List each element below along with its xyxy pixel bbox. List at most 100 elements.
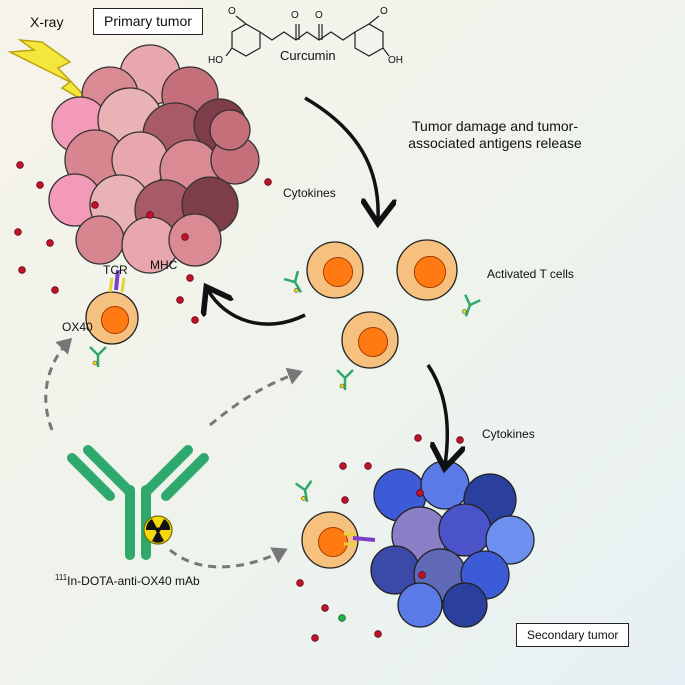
- cytokine-dot: [36, 181, 44, 189]
- t-cells: [85, 239, 458, 569]
- cytokine-dot: [181, 233, 189, 241]
- antibody-arm-left: [295, 482, 306, 492]
- cytokine-dot-green: [338, 614, 346, 622]
- cytokine-dot: [46, 239, 54, 247]
- cytokine-dot: [418, 571, 426, 579]
- cytokine-dot: [456, 436, 464, 444]
- antibody-arm-right: [469, 299, 481, 307]
- secondary-tumor-cell: [442, 582, 488, 628]
- cytokine-dot: [341, 496, 349, 504]
- arrow-curcumin-to-tcells: [304, 96, 378, 220]
- primary-tumor: [48, 44, 260, 274]
- cytokine-dot: [414, 434, 422, 442]
- antibody-arm-right: [293, 270, 300, 283]
- t-cell-nucleus: [317, 526, 349, 558]
- tumor-damage-label: Tumor damage and tumor- associated antig…: [390, 118, 600, 152]
- antibody-arm-left: [336, 369, 346, 379]
- small-antibody: [462, 294, 481, 317]
- cytokine-dot: [191, 316, 199, 324]
- curcumin-structure: [225, 15, 390, 57]
- cytokine-dot: [339, 462, 347, 470]
- secondary-tumor-cell: [485, 515, 535, 565]
- curcumin-methoxy-left: O: [228, 6, 236, 17]
- primary-tumor-cell: [168, 213, 222, 267]
- antibody-isotope: 111: [55, 573, 68, 582]
- antibody-arm-left: [89, 346, 99, 356]
- tumor-damage-line1: Tumor damage and tumor-: [412, 118, 578, 134]
- curcumin-methoxy-right: O: [380, 6, 388, 17]
- secondary-tumor-cell: [438, 503, 492, 557]
- antibody-stem: [293, 281, 303, 294]
- antibody-arm-left: [283, 277, 296, 284]
- secondary-tumor-cell: [397, 582, 443, 628]
- antibody-arm-right: [344, 369, 354, 379]
- antibody-arm-right: [303, 480, 313, 491]
- small-antibody: [336, 369, 354, 390]
- t-cell-nucleus: [413, 255, 447, 289]
- cytokine-dot: [51, 286, 59, 294]
- arrow-tcells-to-primary: [208, 290, 306, 326]
- curcumin-o-left: O: [291, 10, 299, 21]
- t-cell: [306, 241, 364, 299]
- tcr-mhc-complex-secondary: [344, 532, 376, 546]
- cytokine-dot: [18, 266, 26, 274]
- mhc-label: MHC: [150, 258, 178, 272]
- antibody-label-dot: [462, 309, 467, 314]
- cytokine-dots: [14, 161, 464, 642]
- t-cell: [396, 239, 458, 301]
- primary-tumor-cell: [209, 109, 251, 151]
- curcumin-label: Curcumin: [280, 48, 336, 63]
- dashed-arrow-to-tcells: [209, 367, 303, 427]
- cytokine-dot: [296, 579, 304, 587]
- arrow-tcells-to-secondary: [426, 364, 447, 465]
- curcumin-ho-left: HO: [208, 55, 223, 66]
- t-cell: [85, 291, 139, 345]
- cytokine-dot: [364, 462, 372, 470]
- dashed-arrow-to-ox40: [44, 337, 73, 431]
- cytokine-dot: [146, 211, 154, 219]
- cytokine-dot: [321, 604, 329, 612]
- cytokine-dot: [176, 296, 184, 304]
- antibody-stem: [464, 304, 472, 317]
- t-cell-nucleus: [100, 305, 130, 335]
- t-cell: [301, 511, 359, 569]
- curcumin-oh-right: OH: [388, 55, 403, 66]
- t-cell-nucleus: [357, 326, 389, 358]
- secondary-tumor: [370, 460, 535, 628]
- cytokines-bottom-label: Cytokines: [482, 427, 535, 441]
- xray-bolt: [7, 39, 97, 109]
- radiation-icon: [143, 515, 173, 545]
- ox40-label: OX40: [62, 320, 93, 334]
- t-cell: [341, 311, 399, 369]
- antibody-label-dot: [92, 360, 98, 366]
- small-antibody: [89, 346, 107, 367]
- antibody-name: In-DOTA-anti-OX40 mAb: [67, 574, 200, 588]
- cytokine-dot: [416, 489, 424, 497]
- primary-tumor-label: Primary tumor: [93, 8, 203, 35]
- activated-t-cells-label: Activated T cells: [487, 267, 574, 281]
- cytokine-dot: [14, 228, 22, 236]
- xray-label: X-ray: [30, 14, 64, 30]
- antibody-arm-left: [464, 294, 472, 306]
- primary-tumor-cell: [75, 215, 125, 265]
- antibodies: [89, 270, 481, 503]
- tcr-mhc-complex: [108, 269, 126, 293]
- antibody-stem: [303, 489, 309, 503]
- cytokine-dot: [186, 274, 194, 282]
- antibody-label-dot: [294, 288, 299, 293]
- tumor-damage-line2: associated antigens release: [408, 134, 582, 151]
- t-cell-nucleus: [322, 256, 354, 288]
- cytokine-dot: [264, 178, 272, 186]
- antibody-arm-right: [97, 346, 107, 356]
- large-antibody: [67, 445, 209, 560]
- secondary-tumor-cell: [420, 460, 470, 510]
- cytokine-dot: [311, 634, 319, 642]
- small-antibody: [295, 480, 313, 503]
- secondary-tumor-label: Secondary tumor: [516, 623, 630, 648]
- curcumin-o-right: O: [315, 10, 323, 21]
- cytokine-dot: [91, 201, 99, 209]
- antibody-label: 111In-DOTA-anti-OX40 mAb: [55, 573, 200, 588]
- cytokines-top-label: Cytokines: [283, 186, 336, 200]
